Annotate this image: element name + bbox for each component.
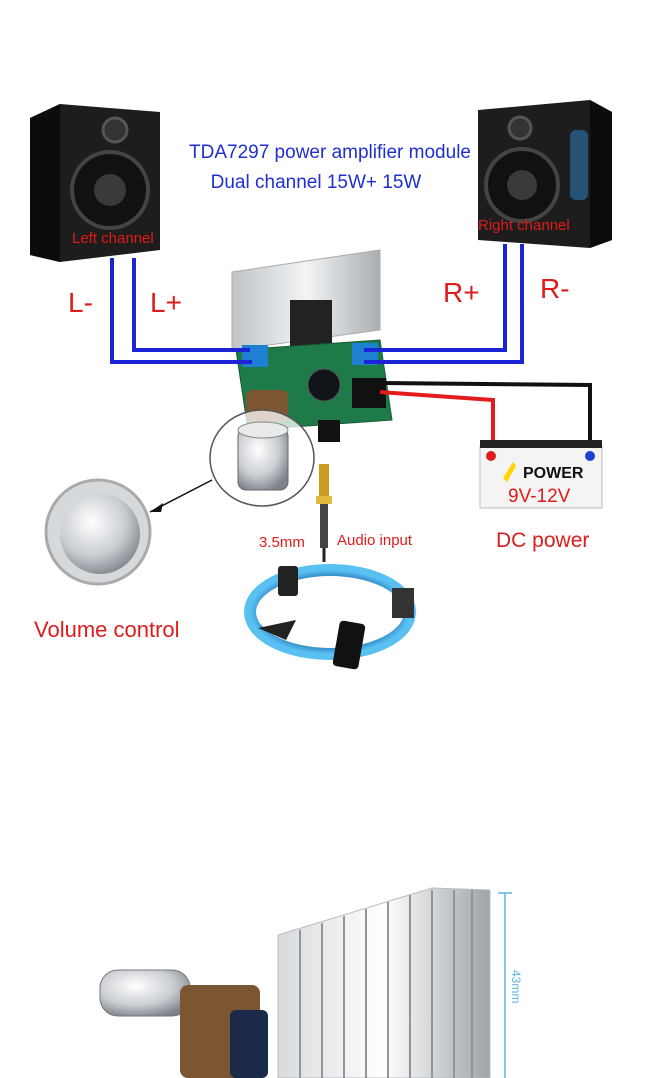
dc-power-label: DC power	[496, 529, 589, 552]
module-title: TDA7297 power amplifier module	[189, 142, 471, 163]
terminal-l-plus: L+	[150, 287, 182, 318]
arrow-head-icon	[150, 503, 163, 512]
module-subtitle: Dual channel 15W+ 15W	[211, 172, 422, 193]
height-dimension-label: 43mm	[509, 970, 523, 1003]
large-volume-knob-icon	[44, 478, 152, 586]
left-speaker-label: Left channel	[72, 230, 154, 247]
dimension-line	[498, 892, 512, 1078]
audio-jack-socket	[318, 420, 340, 442]
power-voltage-range: 9V-12V	[508, 486, 571, 507]
laptop-icon	[258, 620, 296, 640]
audio-plug-icon	[316, 464, 332, 562]
capacitor-icon	[307, 368, 341, 402]
ic-chip-icon	[290, 300, 332, 346]
tweeter-icon	[101, 116, 129, 144]
speaker-wires	[110, 244, 524, 364]
right-speaker-label: Right channel	[478, 217, 570, 234]
terminal-r-minus: R-	[540, 273, 570, 304]
tweeter-icon	[507, 115, 533, 141]
volume-knob-detail	[209, 409, 315, 507]
heatsink-photo	[99, 887, 491, 1078]
phone-icon	[278, 566, 298, 596]
aux-connection-ring	[244, 564, 416, 670]
mobile-icon	[332, 620, 366, 670]
volume-control-label: Volume control	[34, 617, 180, 642]
aux-ring-text: AUX连接	[305, 606, 348, 619]
tablet-icon	[392, 588, 414, 618]
terminal-l-minus: L-	[68, 287, 93, 318]
power-wires	[379, 381, 592, 450]
battery-icon	[479, 440, 603, 509]
power-badge: POWER	[523, 465, 584, 482]
right-speaker	[478, 100, 612, 248]
left-speaker	[30, 104, 160, 262]
audio-input-label: Audio input	[337, 532, 413, 549]
jack-size-label: 3.5mm	[259, 534, 305, 551]
capacitor-icon	[230, 1010, 268, 1078]
terminal-r-plus: R+	[443, 277, 480, 308]
knob-shaft-icon	[99, 969, 191, 1017]
